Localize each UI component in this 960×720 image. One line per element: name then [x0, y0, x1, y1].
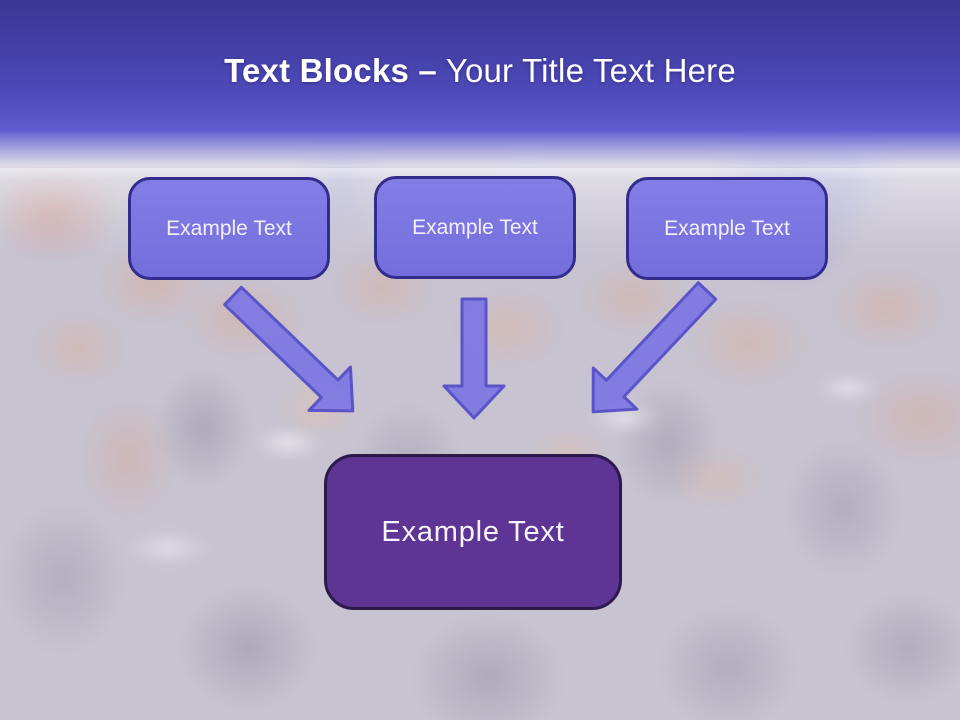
- text-block-1-label: Example Text: [166, 216, 292, 240]
- text-block-3-label: Example Text: [664, 216, 790, 240]
- title-banner: [0, 0, 960, 180]
- slide-title-regular: Your Title Text Here: [445, 52, 736, 89]
- result-block-label: Example Text: [381, 515, 565, 548]
- arrow-down-icon: [442, 297, 506, 420]
- slide-title-bold: Text Blocks –: [224, 52, 437, 89]
- text-block-3[interactable]: Example Text: [626, 177, 828, 280]
- text-block-2[interactable]: Example Text: [374, 176, 576, 279]
- arrow-down-left-icon: [591, 281, 718, 414]
- slide-title[interactable]: Text Blocks – Your Title Text Here: [0, 52, 960, 90]
- text-block-2-label: Example Text: [412, 215, 538, 239]
- result-block[interactable]: Example Text: [324, 454, 622, 610]
- text-block-1[interactable]: Example Text: [128, 177, 330, 280]
- arrow-down-right-icon: [223, 285, 355, 413]
